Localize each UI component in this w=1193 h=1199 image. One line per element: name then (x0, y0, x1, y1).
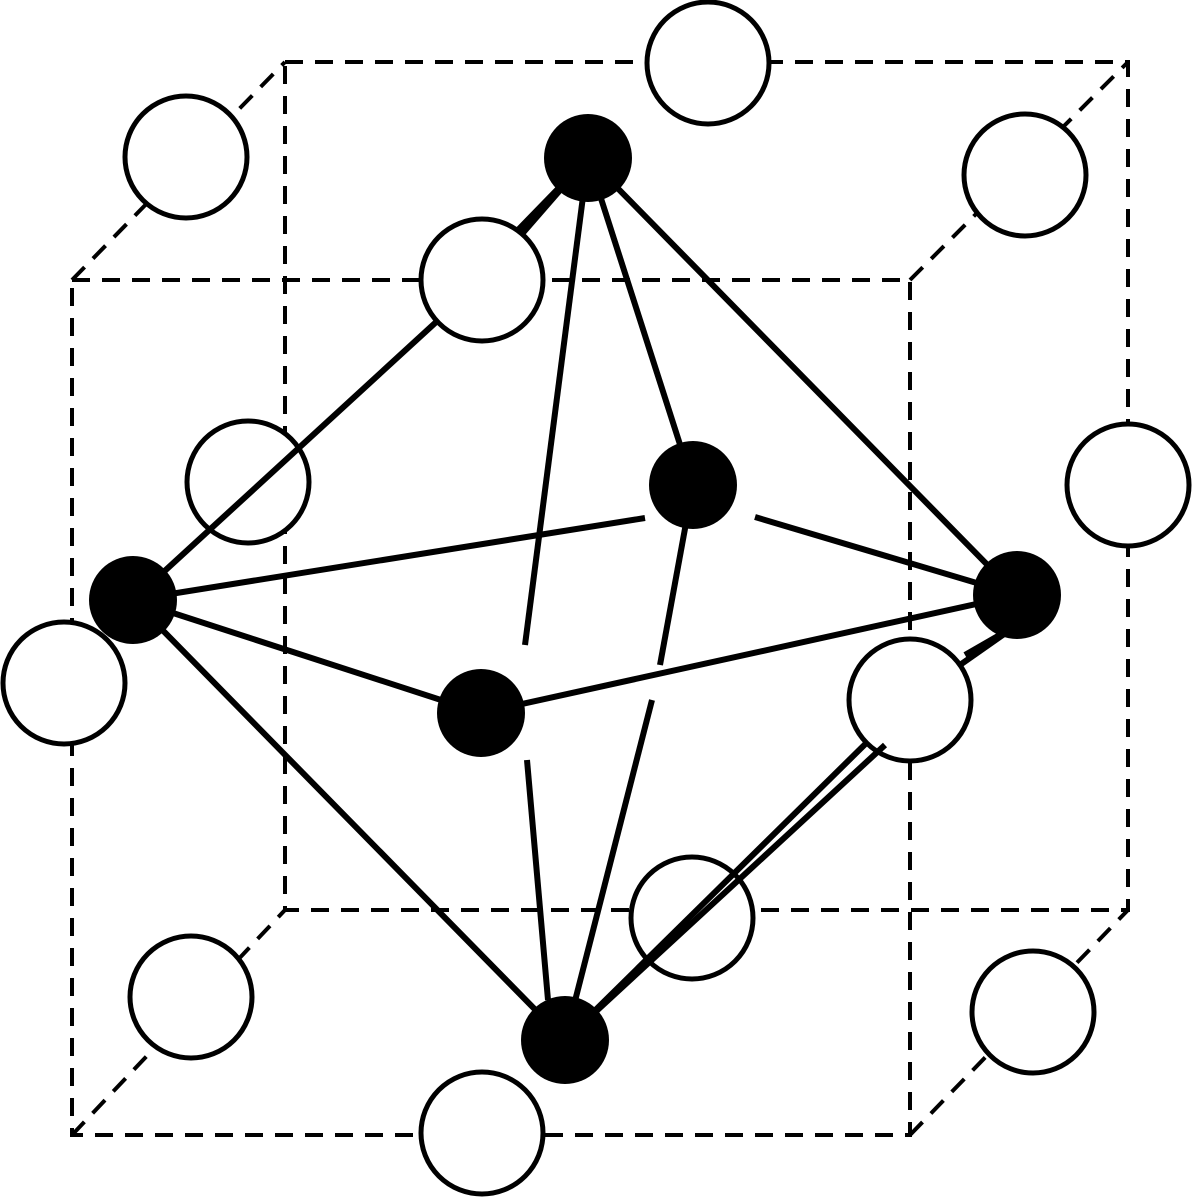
open-atom (184, 418, 312, 546)
open-atom (961, 111, 1089, 239)
open-atom (122, 93, 250, 221)
bond-line (515, 155, 591, 233)
bond-line (585, 157, 696, 486)
open-atom (418, 216, 546, 344)
open-atom (644, 0, 772, 127)
bond-line (754, 514, 1018, 598)
open-atom (0, 619, 128, 747)
bond-line (963, 622, 1019, 658)
open-atoms-front (418, 155, 1019, 1043)
bond-line (522, 157, 591, 646)
filled-atom (437, 669, 525, 757)
open-atom (846, 636, 974, 764)
filled-atom (973, 551, 1061, 639)
bond-line (480, 592, 1018, 716)
open-atom (1064, 421, 1192, 549)
open-atom (969, 948, 1097, 1076)
bond-line (132, 597, 482, 716)
bond-line (132, 515, 646, 603)
open-atom (418, 1069, 546, 1197)
octahedron-bonds (130, 155, 1020, 1043)
bond-line (130, 597, 568, 1043)
filled-atom (649, 441, 737, 529)
bond-line (524, 759, 551, 1001)
bond-line (585, 155, 1020, 598)
bond-line (562, 742, 888, 1043)
bond-line (130, 277, 485, 603)
bond-line (562, 699, 655, 1041)
filled-atom (89, 556, 177, 644)
open-atom (127, 933, 255, 1061)
